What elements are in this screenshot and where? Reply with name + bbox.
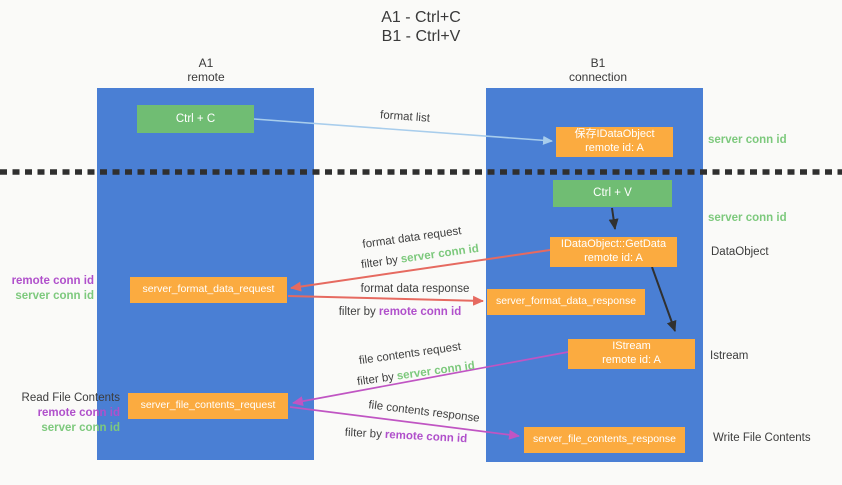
column-a1-role: remote: [187, 69, 225, 84]
node-save-idataobject-line1: 保存IDataObject: [574, 128, 655, 141]
node-server-file-contents-response-label: server_file_contents_response: [532, 433, 676, 446]
right-label-server-conn-id-top: server conn id: [708, 133, 787, 148]
label-format-data-response: format data response: [361, 283, 470, 295]
column-b1-role: connection: [568, 69, 628, 84]
node-server-format-data-response: server_format_data_response: [487, 289, 645, 315]
node-server-format-data-request: server_format_data_request: [130, 277, 287, 303]
right-label-dataobject: DataObject: [711, 245, 769, 260]
filter-by-text: filter by: [344, 426, 383, 441]
node-server-file-contents-request-label: server_file_contents_request: [140, 399, 276, 412]
left-labels-format-request: remote conn id server conn id: [0, 274, 94, 304]
right-label-write-file-contents: Write File Contents: [713, 431, 811, 446]
remote-conn-id-text: remote conn id: [384, 428, 468, 446]
remote-conn-id-text: remote conn id: [11, 275, 94, 287]
filter-by-text: filter by: [356, 371, 395, 389]
column-header-b1: B1 connection: [528, 56, 668, 85]
label-format-data-response-text: format data response: [360, 283, 470, 295]
node-server-format-data-response-label: server_format_data_response: [495, 295, 637, 308]
filter-by-text: filter by: [338, 306, 376, 318]
write-file-contents-text: Write File Contents: [713, 432, 811, 444]
arrow-format-data-response: [287, 295, 484, 306]
title-line-1: A1 - Ctrl+C: [381, 9, 461, 26]
server-conn-id-text: server conn id: [15, 290, 94, 302]
filter-by-text: filter by: [360, 254, 399, 272]
right-label-istream: Istream: [710, 349, 748, 364]
node-save-idataobject-line2: remote id: A: [585, 142, 644, 154]
server-conn-id-text: server conn id: [396, 359, 476, 383]
right-label-server-conn-id-mid: server conn id: [708, 211, 787, 226]
dataobject-text: DataObject: [711, 246, 769, 258]
column-a1-name: A1: [198, 56, 214, 70]
server-conn-id-text: server conn id: [708, 134, 787, 146]
node-server-format-data-request-label: server_format_data_request: [142, 283, 275, 296]
remote-conn-id-text: remote conn id: [37, 407, 120, 419]
server-conn-id-text: server conn id: [708, 212, 787, 224]
label-file-contents-response: file contents response: [368, 399, 481, 425]
column-header-a1: A1 remote: [136, 56, 276, 85]
node-istream-line2: remote id: A: [602, 354, 661, 366]
node-idataobject-getdata: IDataObject::GetData remote id: A: [550, 237, 677, 267]
node-save-idataobject: 保存IDataObject remote id: A: [556, 127, 673, 157]
node-istream-line1: IStream: [612, 340, 651, 353]
node-ctrl-v-label: Ctrl + V: [593, 187, 632, 200]
label-format-list-text: format list: [379, 109, 431, 125]
node-ctrl-c-label: Ctrl + C: [175, 112, 216, 125]
istream-text: Istream: [710, 350, 749, 362]
server-conn-id-text: server conn id: [41, 422, 120, 434]
column-b1-name: B1: [590, 56, 606, 70]
node-getdata-line2: remote id: A: [584, 252, 643, 264]
node-server-file-contents-request: server_file_contents_request: [128, 393, 288, 419]
diagram-title: A1 - Ctrl+C B1 - Ctrl+V: [0, 8, 842, 46]
node-ctrl-c: Ctrl + C: [137, 105, 254, 133]
label-format-list: format list: [380, 109, 431, 124]
node-getdata-line1: IDataObject::GetData: [560, 238, 667, 251]
node-istream: IStream remote id: A: [568, 339, 695, 369]
left-labels-file-request: Read File Contents remote conn id server…: [0, 391, 120, 436]
server-conn-id-text: server conn id: [400, 242, 480, 266]
node-server-file-contents-response: server_file_contents_response: [524, 427, 685, 453]
remote-conn-id-text: remote conn id: [378, 306, 462, 318]
read-file-contents-text: Read File Contents: [21, 392, 120, 404]
title-line-2: B1 - Ctrl+V: [381, 28, 461, 46]
node-ctrl-v: Ctrl + V: [553, 180, 672, 207]
label-file-contents-response-text: file contents response: [367, 399, 481, 425]
